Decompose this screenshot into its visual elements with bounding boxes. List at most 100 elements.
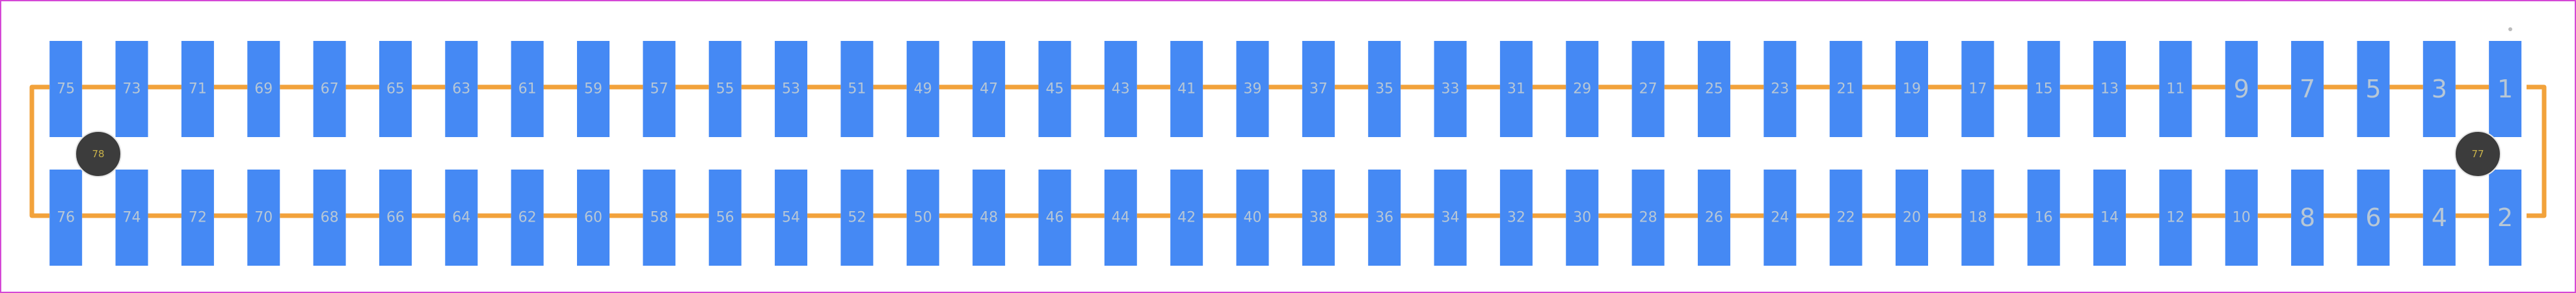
top-pad-15 — [2027, 41, 2060, 137]
top-pad-53 — [775, 41, 808, 137]
pad-label: 58 — [650, 210, 668, 226]
bottom-pad-8 — [2291, 170, 2324, 266]
pad-label: 10 — [2233, 210, 2251, 226]
top-pad-1 — [2489, 41, 2522, 137]
top-pad-5 — [2357, 41, 2390, 137]
pad-label: 6 — [2365, 203, 2381, 232]
pad-label: 63 — [452, 81, 470, 97]
pad-label: 4 — [2432, 203, 2447, 232]
top-pad-21 — [1829, 41, 1862, 137]
pad-label: 55 — [716, 81, 734, 97]
pad-label: 19 — [1903, 81, 1921, 97]
top-pad-61 — [511, 41, 544, 137]
bottom-pad-72 — [181, 170, 214, 266]
bottom-pad-56 — [708, 170, 742, 266]
pad-label: 76 — [57, 210, 75, 226]
bottom-pad-50 — [906, 170, 939, 266]
pad-label: 23 — [1771, 81, 1789, 97]
bottom-pad-62 — [511, 170, 544, 266]
top-pad-69 — [247, 41, 280, 137]
top-pad-35 — [1368, 41, 1401, 137]
bottom-pad-24 — [1764, 170, 1797, 266]
bottom-pad-70 — [247, 170, 280, 266]
pad-label: 72 — [189, 210, 207, 226]
pad-label: 53 — [782, 81, 800, 97]
bottom-pad-28 — [1631, 170, 1665, 266]
pad-label: 11 — [2166, 81, 2184, 97]
top-pad-19 — [1896, 41, 1928, 137]
pad-label: 36 — [1375, 210, 1393, 226]
pad-label: 39 — [1244, 81, 1262, 97]
pad-label: 14 — [2100, 210, 2119, 226]
pad-label: 67 — [321, 81, 339, 97]
pad-label: 45 — [1045, 81, 1064, 97]
pad-label: 69 — [254, 81, 273, 97]
pad-label: 12 — [2166, 210, 2184, 226]
top-pad-37 — [1302, 41, 1335, 137]
bottom-pad-22 — [1829, 170, 1862, 266]
pad-label: 18 — [1968, 210, 1987, 226]
top-pad-63 — [445, 41, 478, 137]
bottom-pad-68 — [313, 170, 346, 266]
top-pad-55 — [708, 41, 742, 137]
top-pad-31 — [1499, 41, 1533, 137]
bottom-pad-38 — [1302, 170, 1335, 266]
pad-label: 33 — [1442, 81, 1460, 97]
pad-label: 71 — [189, 81, 207, 97]
top-pad-67 — [313, 41, 346, 137]
bottom-pad-4 — [2422, 170, 2456, 266]
pad-label: 42 — [1177, 210, 1196, 226]
bottom-pad-48 — [973, 170, 1006, 266]
pad-label: 3 — [2432, 75, 2447, 103]
pad-label: 15 — [2035, 81, 2053, 97]
pad-label: 41 — [1177, 81, 1196, 97]
top-pad-29 — [1566, 41, 1599, 137]
bottom-pad-44 — [1104, 170, 1137, 266]
bottom-pad-42 — [1170, 170, 1203, 266]
pad-label: 25 — [1705, 81, 1723, 97]
pad-label: 40 — [1244, 210, 1262, 226]
bottom-pad-6 — [2357, 170, 2390, 266]
pad-label: 73 — [123, 81, 141, 97]
pad-label: 29 — [1573, 81, 1591, 97]
mounting-hole-label: 77 — [2471, 148, 2484, 160]
top-pad-7 — [2291, 41, 2324, 137]
pad-label: 5 — [2365, 75, 2381, 103]
top-pad-17 — [1961, 41, 1994, 137]
top-pad-45 — [1038, 41, 1071, 137]
pad-label: 49 — [914, 81, 932, 97]
top-pad-23 — [1764, 41, 1797, 137]
pad-label: 46 — [1045, 210, 1064, 226]
bottom-pad-32 — [1499, 170, 1533, 266]
pad-label: 2 — [2497, 203, 2513, 232]
top-pad-43 — [1104, 41, 1137, 137]
top-pad-11 — [2159, 41, 2192, 137]
bottom-pad-20 — [1896, 170, 1928, 266]
bottom-pad-18 — [1961, 170, 1994, 266]
mounting-hole-left — [75, 131, 122, 177]
pad-label: 70 — [254, 210, 273, 226]
bottom-pad-74 — [115, 170, 148, 266]
top-pad-33 — [1434, 41, 1467, 137]
pad-label: 59 — [584, 81, 602, 97]
pad-label: 75 — [57, 81, 75, 97]
top-pad-27 — [1631, 41, 1665, 137]
bottom-pad-52 — [840, 170, 874, 266]
pad-label: 74 — [123, 210, 141, 226]
pad-label: 7 — [2300, 75, 2315, 103]
pad-label: 43 — [1112, 81, 1130, 97]
pad-label: 26 — [1705, 210, 1723, 226]
bottom-pad-64 — [445, 170, 478, 266]
pad-label: 48 — [980, 210, 998, 226]
bottom-pad-34 — [1434, 170, 1467, 266]
top-pad-41 — [1170, 41, 1203, 137]
bottom-pad-16 — [2027, 170, 2060, 266]
bottom-pad-26 — [1697, 170, 1730, 266]
pad-label: 60 — [584, 210, 602, 226]
pad-label: 47 — [980, 81, 998, 97]
pad-label: 66 — [386, 210, 405, 226]
pad-label: 27 — [1639, 81, 1657, 97]
